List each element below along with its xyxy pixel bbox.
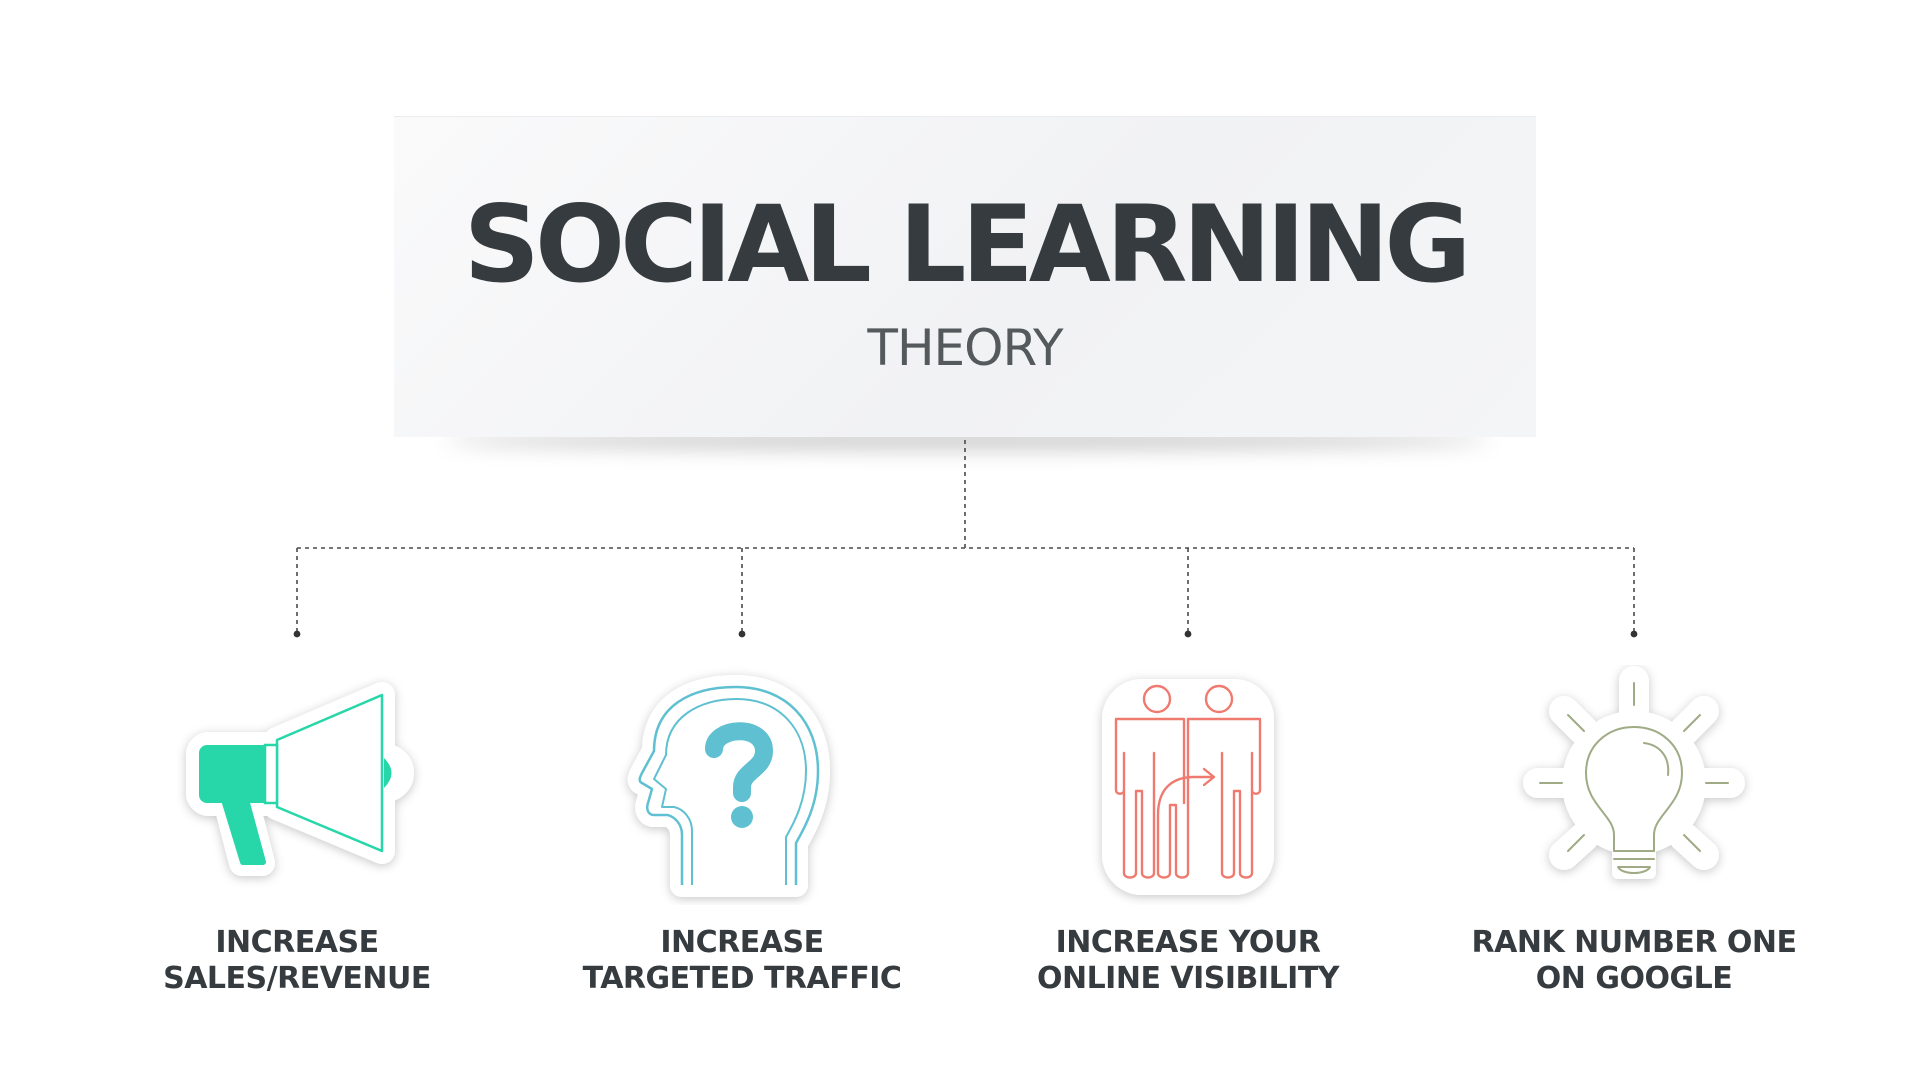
item-label-line2: ON GOOGLE [1535, 961, 1733, 996]
head-question-icon [627, 675, 830, 897]
item-label-line1: RANK NUMBER ONE [1471, 925, 1797, 960]
item-label-line1: INCREASE [215, 925, 379, 960]
title-card: SOCIAL LEARNING THEORY [394, 116, 1536, 437]
megaphone-icon [186, 682, 414, 876]
lightbulb-icon [1523, 666, 1745, 879]
diagram-subtitle: THEORY [867, 319, 1063, 377]
item-label-line2: SALES/REVENUE [163, 961, 431, 996]
diagram-title: SOCIAL LEARNING [463, 183, 1472, 306]
item-label-line1: INCREASE YOUR [1055, 925, 1321, 960]
item-label-line2: TARGETED TRAFFIC [582, 961, 902, 996]
item-label-line1: INCREASE [660, 925, 824, 960]
connector-dot-2 [738, 630, 746, 638]
connector-dot-4 [1630, 630, 1638, 638]
connector-dot-1 [293, 630, 301, 638]
item-label-line2: ONLINE VISIBILITY [1036, 961, 1340, 996]
item-label: INCREASE YOUR ONLINE VISIBILITY [988, 925, 1388, 997]
connector-dot-3 [1184, 630, 1192, 638]
item-label: RANK NUMBER ONE ON GOOGLE [1434, 925, 1834, 997]
people-icon [1102, 679, 1274, 895]
item-label: INCREASE TARGETED TRAFFIC [542, 925, 942, 997]
item-label: INCREASE SALES/REVENUE [97, 925, 497, 997]
